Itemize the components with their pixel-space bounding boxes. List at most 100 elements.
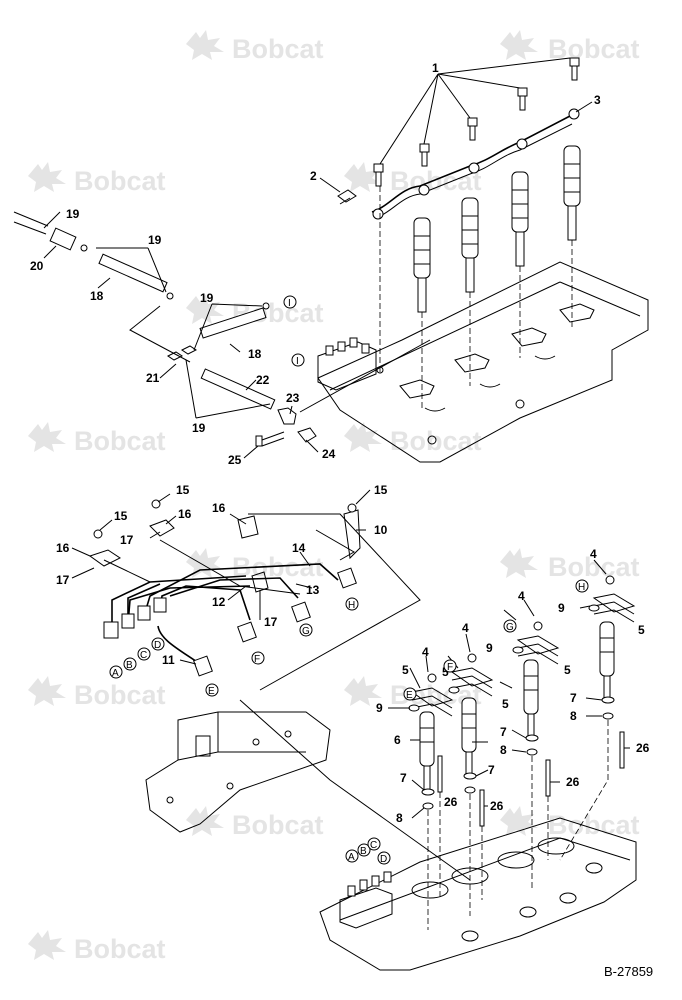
svg-text:A: A [112, 668, 119, 679]
injector [523, 659, 539, 741]
callout-9: 9 [558, 601, 565, 615]
letter-marker-c: C [367, 837, 381, 851]
bobcat-logo-icon [28, 162, 66, 192]
watermark-text: Bobcat [232, 810, 324, 840]
callout-7: 7 [500, 725, 507, 739]
seals-and-studs [408, 604, 625, 827]
callout-10: 10 [374, 523, 388, 537]
callout-1: 1 [432, 61, 439, 75]
letter-marker-i: I [291, 353, 305, 367]
svg-text:G: G [506, 622, 514, 633]
watermark: Bobcat [28, 676, 166, 710]
callout-4: 4 [590, 547, 597, 561]
svg-text:F: F [254, 654, 260, 665]
callout-16: 16 [178, 507, 192, 521]
callout-7: 7 [570, 691, 577, 705]
injector [461, 697, 477, 779]
watermark-text: Bobcat [548, 810, 640, 840]
hollow-bolt [517, 87, 528, 111]
svg-text:B: B [126, 660, 133, 671]
callout-8: 8 [500, 743, 507, 757]
callout-5: 5 [638, 623, 645, 637]
callout-17: 17 [264, 615, 278, 629]
watermark-text: Bobcat [74, 934, 166, 964]
watermark: Bobcat [186, 30, 324, 64]
letter-marker-b: B [357, 843, 371, 857]
letter-marker-d: D [151, 637, 165, 651]
svg-text:E: E [208, 686, 215, 697]
bobcat-logo-icon [344, 422, 382, 452]
upper-cylinder-head [317, 261, 649, 463]
callout-17: 17 [120, 533, 134, 547]
figure-reference: B-27859 [604, 964, 653, 979]
callout-labels: 1 2 3 4 4 4 4 5 5 5 5 5 6 7 7 7 7 8 8 8 … [30, 61, 650, 825]
callout-7: 7 [488, 763, 495, 777]
svg-text:H: H [348, 600, 355, 611]
svg-text:D: D [154, 640, 161, 651]
callout-20: 20 [30, 259, 44, 273]
callout-5: 5 [402, 663, 409, 677]
injector [419, 711, 435, 793]
hollow-bolt [569, 57, 580, 81]
callout-6: 6 [394, 733, 401, 747]
bobcat-logo-icon [186, 806, 224, 836]
callout-15: 15 [176, 483, 190, 497]
callout-26: 26 [444, 795, 458, 809]
injector [511, 171, 529, 267]
callout-8: 8 [396, 811, 403, 825]
hollow-bolt [467, 117, 478, 141]
bobcat-logo-icon [500, 548, 538, 578]
watermark: Bobcat [344, 162, 482, 196]
bobcat-logo-icon [500, 30, 538, 60]
watermark-text: Bobcat [74, 426, 166, 456]
svg-text:C: C [140, 650, 147, 661]
hollow-bolt [373, 163, 384, 187]
letter-marker-g: G [503, 619, 517, 633]
letter-marker-a: A [345, 849, 359, 863]
callout-23: 23 [286, 391, 300, 405]
bobcat-logo-icon [28, 930, 66, 960]
watermark-text: Bobcat [548, 552, 640, 582]
letter-marker-d: D [377, 851, 391, 865]
intake-manifold [145, 699, 471, 881]
callout-19: 19 [192, 421, 206, 435]
letter-marker-f: F [443, 659, 457, 673]
callout-25: 25 [228, 453, 242, 467]
bobcat-logo-icon [186, 30, 224, 60]
callout-5: 5 [564, 663, 571, 677]
lower-center-lines [427, 720, 609, 930]
callout-16: 16 [56, 541, 70, 555]
callout-4: 4 [422, 645, 429, 659]
bobcat-logo-icon [28, 422, 66, 452]
svg-text:I: I [288, 298, 291, 309]
callout-5: 5 [502, 697, 509, 711]
upper-center-lines [379, 186, 573, 410]
svg-text:E: E [406, 690, 413, 701]
letter-marker-g: G [299, 623, 313, 637]
watermark: Bobcat [500, 548, 640, 582]
injector [563, 145, 581, 241]
letter-marker-c: C [137, 647, 151, 661]
circled-letters: A B C D E F G H I I H G F E A B C D [109, 295, 589, 865]
svg-text:A: A [348, 852, 355, 863]
callout-13: 13 [306, 583, 320, 597]
letter-marker-e: E [205, 683, 219, 697]
letter-marker-f: F [251, 651, 265, 665]
callout-16: 16 [212, 501, 226, 515]
callout-5: 5 [442, 665, 449, 679]
svg-text:I: I [296, 356, 299, 367]
letter-marker-b: B [123, 657, 137, 671]
callout-4: 4 [462, 621, 469, 635]
callout-18: 18 [248, 347, 262, 361]
callout-19: 19 [66, 207, 80, 221]
watermark: Bobcat [28, 930, 166, 964]
svg-text:H: H [578, 582, 585, 593]
callout-3: 3 [594, 93, 601, 107]
callout-15: 15 [114, 509, 128, 523]
letter-marker-e: E [403, 687, 417, 701]
callout-7: 7 [400, 771, 407, 785]
bobcat-logo-icon [28, 676, 66, 706]
letter-marker-i: I [283, 295, 297, 309]
watermark: Bobcat [28, 162, 166, 196]
callout-24: 24 [322, 447, 336, 461]
